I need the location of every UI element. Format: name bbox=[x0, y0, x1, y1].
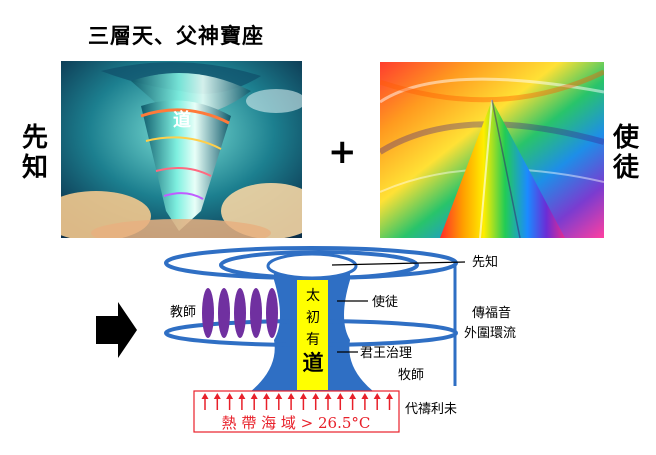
teacher-column-4 bbox=[250, 288, 262, 338]
label-apostle: 使徒 bbox=[372, 294, 398, 310]
plus-sign: + bbox=[328, 132, 357, 172]
heat-arrow-head bbox=[386, 393, 393, 399]
teacher-column-3 bbox=[234, 288, 246, 338]
tornado-label: 道 bbox=[173, 109, 191, 131]
label-pastor: 牧師 bbox=[398, 368, 424, 383]
heat-arrow-head bbox=[238, 393, 246, 399]
heat-text: 熱 帶 海 域 > 26.5°C bbox=[222, 414, 371, 432]
rainbow-pyramid-image bbox=[380, 62, 604, 238]
heat-arrow-head bbox=[299, 393, 307, 399]
core-char-1: 太 bbox=[306, 288, 320, 304]
heat-arrow-head bbox=[287, 393, 295, 399]
heat-arrow-head bbox=[250, 393, 258, 399]
heat-arrow-head bbox=[312, 393, 320, 399]
heat-arrow-head bbox=[324, 393, 332, 399]
teacher-column-1 bbox=[202, 288, 214, 338]
teacher-column-2 bbox=[218, 288, 230, 338]
label-teacher: 教師 bbox=[170, 304, 196, 320]
label-evangelist-1: 傳福音 bbox=[472, 305, 511, 321]
heat-arrow-head bbox=[275, 393, 283, 399]
arrow-right-icon bbox=[96, 302, 137, 358]
heat-arrow-head bbox=[361, 393, 369, 399]
core-char-2: 初 bbox=[306, 309, 320, 326]
heat-arrow-head bbox=[336, 393, 344, 399]
right-side-label: 使徒 bbox=[612, 123, 639, 183]
heat-arrows bbox=[201, 393, 393, 410]
label-prophet: 先知 bbox=[472, 254, 498, 270]
core-char-4: 道 bbox=[303, 350, 324, 375]
heat-arrow-head bbox=[201, 393, 209, 399]
page-title: 三層天、父神寶座 bbox=[88, 24, 264, 48]
label-king: 君王治理 bbox=[360, 346, 412, 361]
heat-arrow-head bbox=[226, 393, 234, 399]
heat-arrow-head bbox=[263, 393, 270, 399]
core-char-3: 有 bbox=[306, 332, 320, 348]
left-side-label: 先知 bbox=[21, 123, 48, 183]
core-column bbox=[297, 280, 328, 390]
label-intercession: 代禱利未 bbox=[405, 402, 457, 417]
heat-arrow-head bbox=[349, 393, 357, 399]
top-cap bbox=[266, 252, 358, 280]
tornado-image: 道 bbox=[61, 61, 302, 238]
heat-arrow-head bbox=[373, 393, 381, 399]
heat-arrow-head bbox=[213, 393, 221, 399]
teacher-column-5 bbox=[266, 288, 278, 338]
label-evangelist-2: 外圍環流 bbox=[464, 326, 516, 341]
